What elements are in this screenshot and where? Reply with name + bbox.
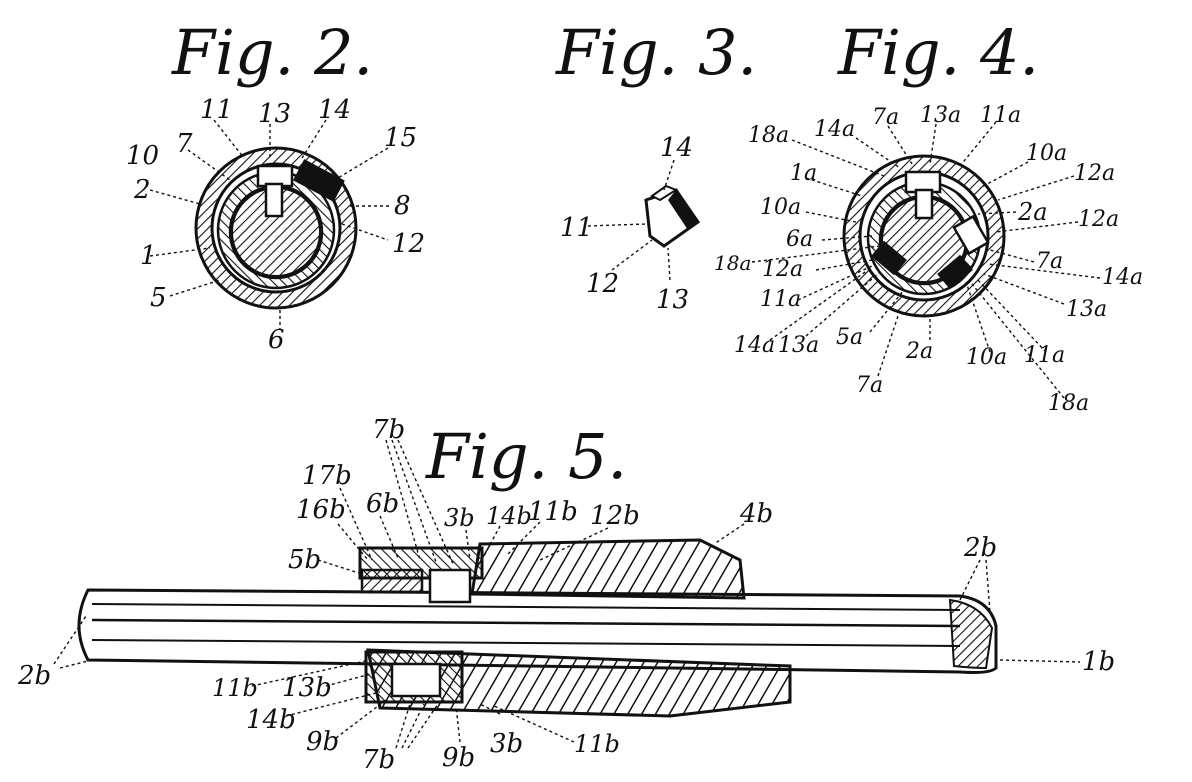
fig-4-label: 11a bbox=[980, 103, 1021, 128]
fig-4-label: 11a bbox=[760, 287, 801, 312]
fig-5-label: 3b bbox=[490, 729, 523, 759]
fig-4-label: 13a bbox=[778, 333, 819, 358]
fig-3-pin-part bbox=[646, 186, 698, 246]
fig-4-label: 14a bbox=[734, 333, 775, 358]
fig-4-label: 1a bbox=[790, 161, 817, 186]
fig-3-title: Fig. 3. bbox=[555, 16, 757, 89]
fig-2-label: 12 bbox=[392, 229, 425, 259]
fig-4-label: 12a bbox=[1078, 207, 1119, 232]
fig-5-label: 12b bbox=[590, 501, 640, 531]
fig-2-label: 11 bbox=[200, 95, 233, 125]
fig-3-label: 12 bbox=[586, 269, 619, 299]
fig-2-label: 13 bbox=[258, 99, 291, 129]
fig-4-label: 13a bbox=[920, 103, 961, 128]
fig-5-label: 7b bbox=[362, 745, 395, 775]
fig-4-label: 11a bbox=[1024, 343, 1065, 368]
fig-3-label: 14 bbox=[660, 133, 693, 163]
fig-5-label: 2b bbox=[963, 533, 997, 563]
fig-4-label: 18a bbox=[1048, 391, 1089, 416]
fig-4-label: 10a bbox=[966, 345, 1007, 370]
fig-4-label: 12a bbox=[1074, 161, 1115, 186]
fig-4-label: 14a bbox=[1102, 265, 1143, 290]
fig-2-label: 2 bbox=[133, 175, 151, 205]
fig-4-label: 13a bbox=[1066, 297, 1107, 322]
fig-5-label: 7b bbox=[372, 415, 405, 445]
fig-2-label: 14 bbox=[318, 95, 351, 125]
fig-5-label: 14b bbox=[246, 705, 296, 735]
fig-5-label: 1b bbox=[1082, 647, 1115, 677]
fig-2-label: 1 bbox=[140, 241, 157, 271]
fig-4-label: 10a bbox=[1026, 141, 1067, 166]
fig-4-label: 14a bbox=[814, 117, 855, 142]
fig-5-label: 9b bbox=[306, 727, 339, 757]
fig-5-label: 3b bbox=[444, 504, 475, 532]
fig-4-title: Fig. 4. bbox=[837, 16, 1039, 89]
fig-2-label: 15 bbox=[384, 123, 417, 153]
figure-2: Fig. 2. 11 13 14 1 bbox=[126, 16, 425, 355]
fig-5-label: 16b bbox=[296, 495, 346, 525]
fig-5-label: 6b bbox=[366, 489, 399, 519]
figure-5: Fig. 5. bbox=[17, 415, 1115, 775]
fig-5-label: 17b bbox=[302, 461, 352, 491]
fig-2-label: 8 bbox=[394, 191, 411, 221]
fig-2-label: 10 bbox=[126, 141, 159, 171]
fig-3-label: 13 bbox=[656, 285, 689, 315]
fig-4-label: 5a bbox=[836, 325, 863, 350]
fig-2-label: 6 bbox=[268, 325, 285, 355]
fig-4-label: 2a bbox=[1017, 198, 1048, 226]
fig-5-label: 14b bbox=[486, 502, 532, 530]
fig-5-label: 2b bbox=[17, 661, 51, 691]
fig-4-label: 7a bbox=[1036, 249, 1063, 274]
fig-5-label: 13b bbox=[282, 673, 332, 703]
fig-4-label: 10a bbox=[760, 195, 801, 220]
fig-4-label: 18a bbox=[748, 123, 789, 148]
figure-4: Fig. 4. bbox=[714, 16, 1143, 416]
fig-5-label: 4b bbox=[739, 499, 773, 529]
fig-5-title: Fig. 5. bbox=[425, 420, 627, 493]
fig-4-label: 12a bbox=[762, 257, 803, 282]
fig-4-label: 7a bbox=[856, 373, 883, 398]
fig-3-label: 11 bbox=[560, 213, 593, 243]
fig-4-cross-section bbox=[844, 156, 1004, 316]
fig-4-label: 7a bbox=[872, 105, 899, 130]
fig-5-label: 11b bbox=[212, 674, 258, 702]
fig-2-title: Fig. 2. bbox=[171, 16, 373, 89]
fig-5-label: 11b bbox=[528, 497, 578, 527]
fig-4-label: 6a bbox=[786, 227, 813, 252]
fig-5-label: 5b bbox=[288, 545, 321, 575]
fig-2-label: 7 bbox=[176, 129, 193, 159]
fig-4-label: 2a bbox=[905, 339, 933, 364]
fig-5-label: 9b bbox=[442, 743, 475, 773]
fig-2-label: 5 bbox=[150, 283, 167, 313]
fig-5-label: 11b bbox=[574, 730, 620, 758]
fig-4-label: 18a bbox=[714, 251, 751, 275]
